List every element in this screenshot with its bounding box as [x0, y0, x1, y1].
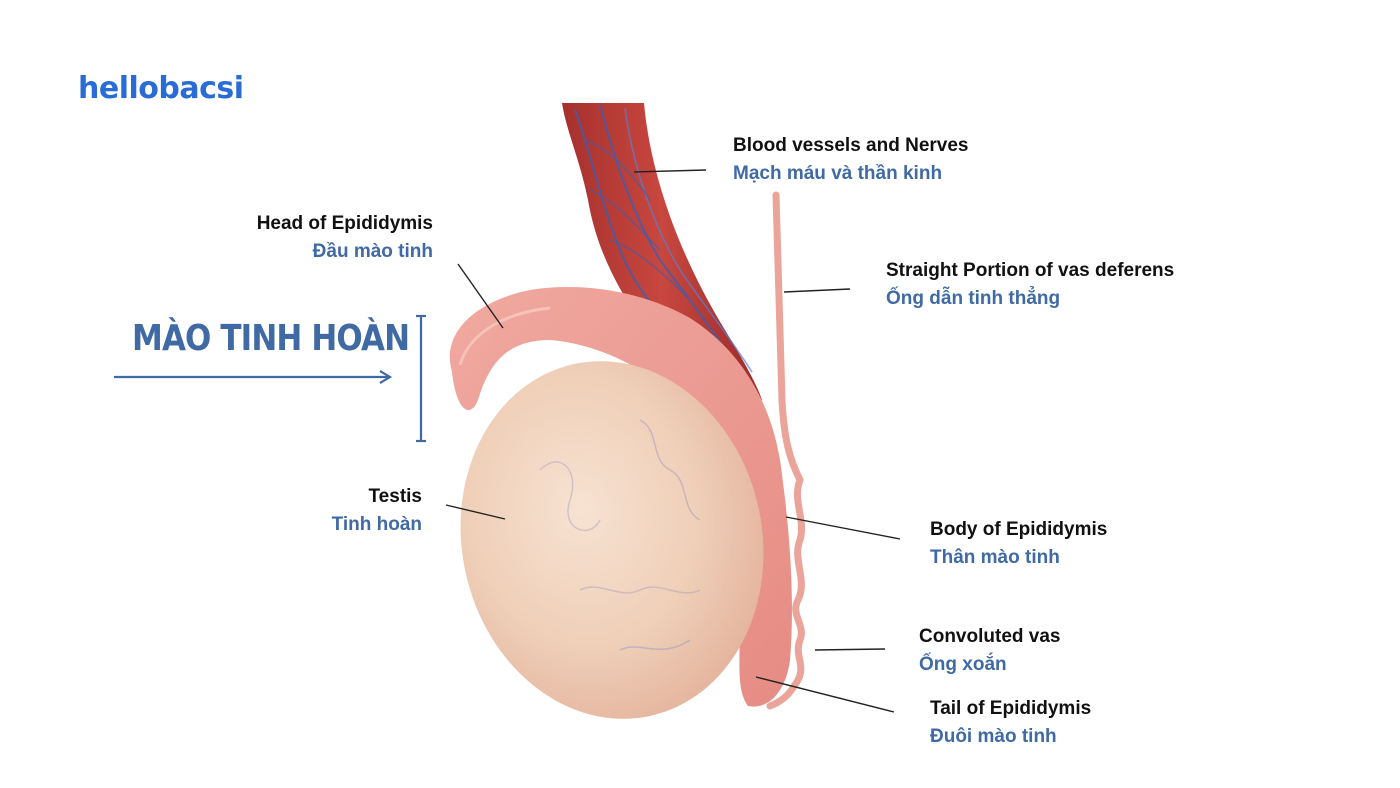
label-convoluted-en: Convoluted vas — [919, 626, 1061, 647]
label-convoluted: Convoluted vas Ống xoắn — [919, 623, 1060, 679]
label-convoluted-vi: Ống xoắn — [919, 654, 1007, 675]
leader-blood-vessels — [633, 169, 707, 173]
label-testis-en: Testis — [368, 486, 422, 507]
label-tail: Tail of Epididymis Đuôi mào tinh — [930, 695, 1091, 751]
label-body-vi: Thân mào tinh — [930, 547, 1060, 568]
leader-body — [785, 516, 901, 540]
label-straight-vas: Straight Portion of vas deferens Ống dẫn… — [886, 257, 1174, 313]
leader-straight-vas — [783, 288, 851, 293]
hellobacsi-logo[interactable]: hellobacsi — [78, 74, 244, 104]
leader-testis — [445, 504, 506, 520]
label-straight-vas-en: Straight Portion of vas deferens — [886, 260, 1175, 281]
label-body: Body of Epididymis Thân mào tinh — [930, 516, 1107, 572]
leader-head — [457, 263, 504, 329]
logo-part-1: hello — [78, 71, 159, 106]
vas-deferens — [766, 191, 805, 710]
logo-part-2: bacsi — [158, 71, 244, 106]
label-head-vi: Đầu mào tinh — [312, 241, 433, 262]
leader-lines — [445, 169, 901, 713]
label-head-en: Head of Epididymis — [256, 213, 433, 234]
leader-tail — [755, 676, 895, 713]
leader-convoluted — [814, 648, 886, 651]
spermatic-cord — [562, 103, 762, 400]
testis-body — [460, 361, 764, 719]
label-testis: Testis Tinh hoàn — [332, 483, 422, 539]
label-blood-vessels-en: Blood vessels and Nerves — [733, 135, 969, 156]
main-label: MÀO TINH HOÀN — [132, 318, 410, 359]
label-body-en: Body of Epididymis — [930, 519, 1108, 540]
label-tail-en: Tail of Epididymis — [930, 698, 1092, 719]
label-blood-vessels: Blood vessels and Nerves Mạch máu và thầ… — [733, 132, 969, 188]
label-head: Head of Epididymis Đầu mào tinh — [257, 210, 433, 266]
epididymis — [449, 287, 792, 707]
bracket-arrow — [114, 314, 426, 443]
label-blood-vessels-vi: Mạch máu và thần kinh — [733, 163, 943, 184]
label-straight-vas-vi: Ống dẫn tinh thẳng — [886, 288, 1061, 309]
label-tail-vi: Đuôi mào tinh — [930, 726, 1057, 747]
label-testis-vi: Tinh hoàn — [331, 514, 422, 535]
